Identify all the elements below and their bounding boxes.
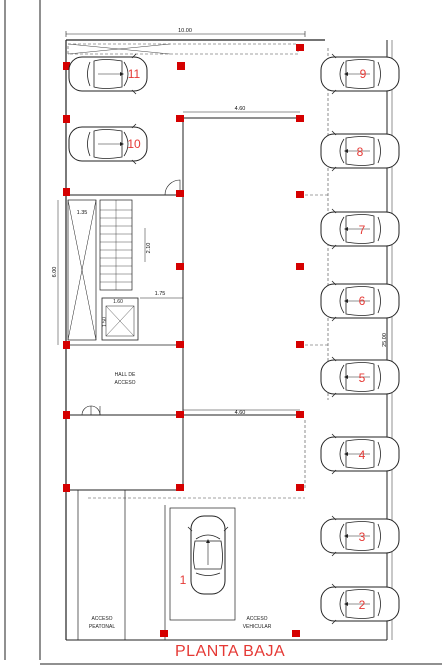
pedestrian-label-line1: ACCESO	[91, 616, 112, 622]
elevator	[101, 297, 139, 341]
column	[63, 62, 70, 70]
elevator-cab	[105, 305, 135, 337]
column	[177, 62, 185, 70]
entry-door-left	[81, 405, 92, 416]
top-ramp	[67, 43, 299, 55]
column	[176, 115, 184, 122]
car-icon-1	[188, 516, 228, 594]
column	[296, 115, 304, 122]
plan-title: PLANTA BAJA	[175, 643, 286, 660]
column	[63, 411, 70, 419]
column	[296, 341, 304, 348]
column	[160, 630, 168, 637]
parking-number-2: 2	[359, 598, 366, 612]
column	[176, 263, 184, 270]
dim-elevator-w: 1.60	[113, 299, 123, 305]
dim-total-width: 10.00	[178, 28, 192, 34]
parking-number-1: 1	[180, 573, 187, 587]
parking-number-6: 6	[359, 294, 366, 308]
column	[296, 44, 304, 51]
dim-stair-run: 2.10	[146, 243, 152, 254]
vehicular-label-line1: ACCESO	[246, 616, 267, 622]
column	[176, 484, 184, 491]
column	[63, 188, 70, 196]
hall-label-line1: HALL DE	[115, 372, 136, 378]
column	[296, 411, 304, 418]
column	[296, 191, 304, 198]
shaft-cross	[67, 199, 97, 341]
column	[176, 341, 184, 348]
elevator-cross	[105, 305, 135, 337]
parking-number-11: 11	[128, 67, 141, 81]
parking-number-3: 3	[359, 530, 366, 544]
parking-number-7: 7	[359, 223, 366, 237]
column	[296, 263, 304, 270]
parking-number-5: 5	[359, 371, 366, 385]
dim-core-height: 6.00	[52, 267, 58, 278]
entry-door-right	[90, 405, 101, 416]
door-swing	[164, 179, 181, 196]
dim-elevator-h: 1.50	[102, 317, 108, 327]
parking-number-4: 4	[359, 448, 366, 462]
column	[292, 630, 300, 637]
stair-steps	[100, 200, 132, 290]
vehicular-bay	[169, 507, 236, 621]
dim-total-depth: 25.00	[382, 333, 388, 347]
column	[176, 190, 184, 197]
column	[63, 484, 70, 492]
ramp-cross	[67, 43, 171, 55]
vehicular-label-line2: VEHICULAR	[243, 624, 272, 630]
dim-hall-span: 1.75	[155, 291, 166, 297]
dim-upper-span: 4.60	[235, 106, 246, 112]
column	[63, 115, 70, 123]
column	[296, 484, 304, 491]
column	[176, 411, 184, 418]
parking-number-8: 8	[357, 145, 364, 159]
parking-number-10: 10	[127, 137, 141, 151]
pedestrian-label-line2: PEATONAL	[89, 624, 115, 630]
columns	[63, 44, 304, 637]
hall-label-line2: ACCESO	[114, 380, 135, 386]
dim-stair-width: 1.35	[77, 210, 88, 216]
dim-lower-span: 4.60	[235, 410, 246, 416]
shaft-left	[67, 199, 97, 341]
parking-number-9: 9	[360, 67, 367, 81]
column	[63, 341, 70, 349]
